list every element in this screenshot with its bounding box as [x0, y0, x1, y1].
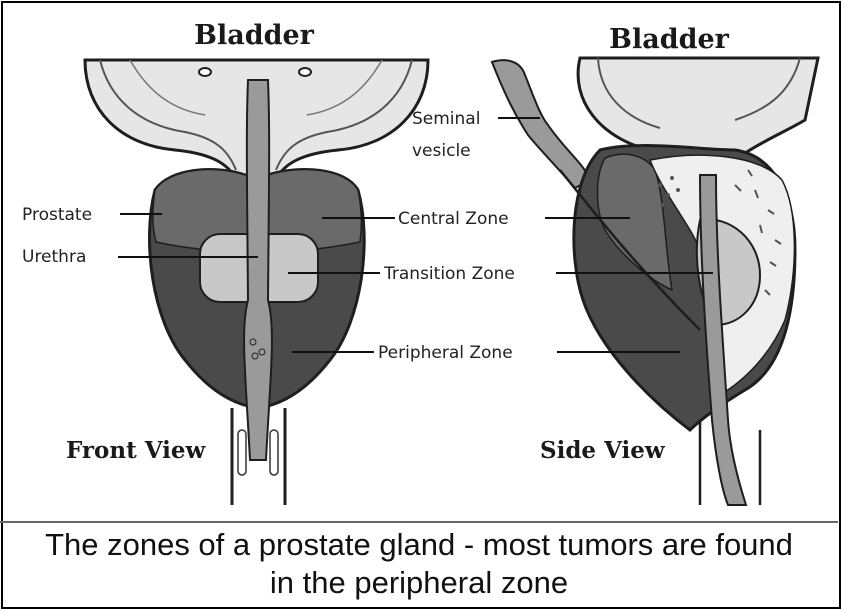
front-bladder-title: Bladder [194, 20, 315, 51]
label-seminal-vesicle-1: Seminal [412, 109, 480, 129]
label-central-zone: Central Zone [398, 209, 509, 229]
side-seminal-vesicle [492, 60, 590, 188]
prostate-diagram: Bladder Bladder Prostate Urethra Central… [0, 0, 841, 520]
caption-line-1: The zones of a prostate gland - most tum… [0, 526, 838, 564]
side-view-label: Side View [540, 437, 666, 464]
caption: The zones of a prostate gland - most tum… [0, 521, 838, 605]
side-bladder-title: Bladder [609, 24, 730, 55]
caption-line-2: in the peripheral zone [0, 564, 838, 602]
label-transition-zone: Transition Zone [383, 264, 515, 284]
front-urethra [244, 80, 272, 460]
front-view-label: Front View [66, 437, 207, 464]
label-peripheral-zone: Peripheral Zone [378, 343, 513, 363]
label-urethra: Urethra [22, 247, 86, 267]
label-prostate: Prostate [22, 205, 92, 225]
label-seminal-vesicle-2: vesicle [412, 141, 471, 161]
